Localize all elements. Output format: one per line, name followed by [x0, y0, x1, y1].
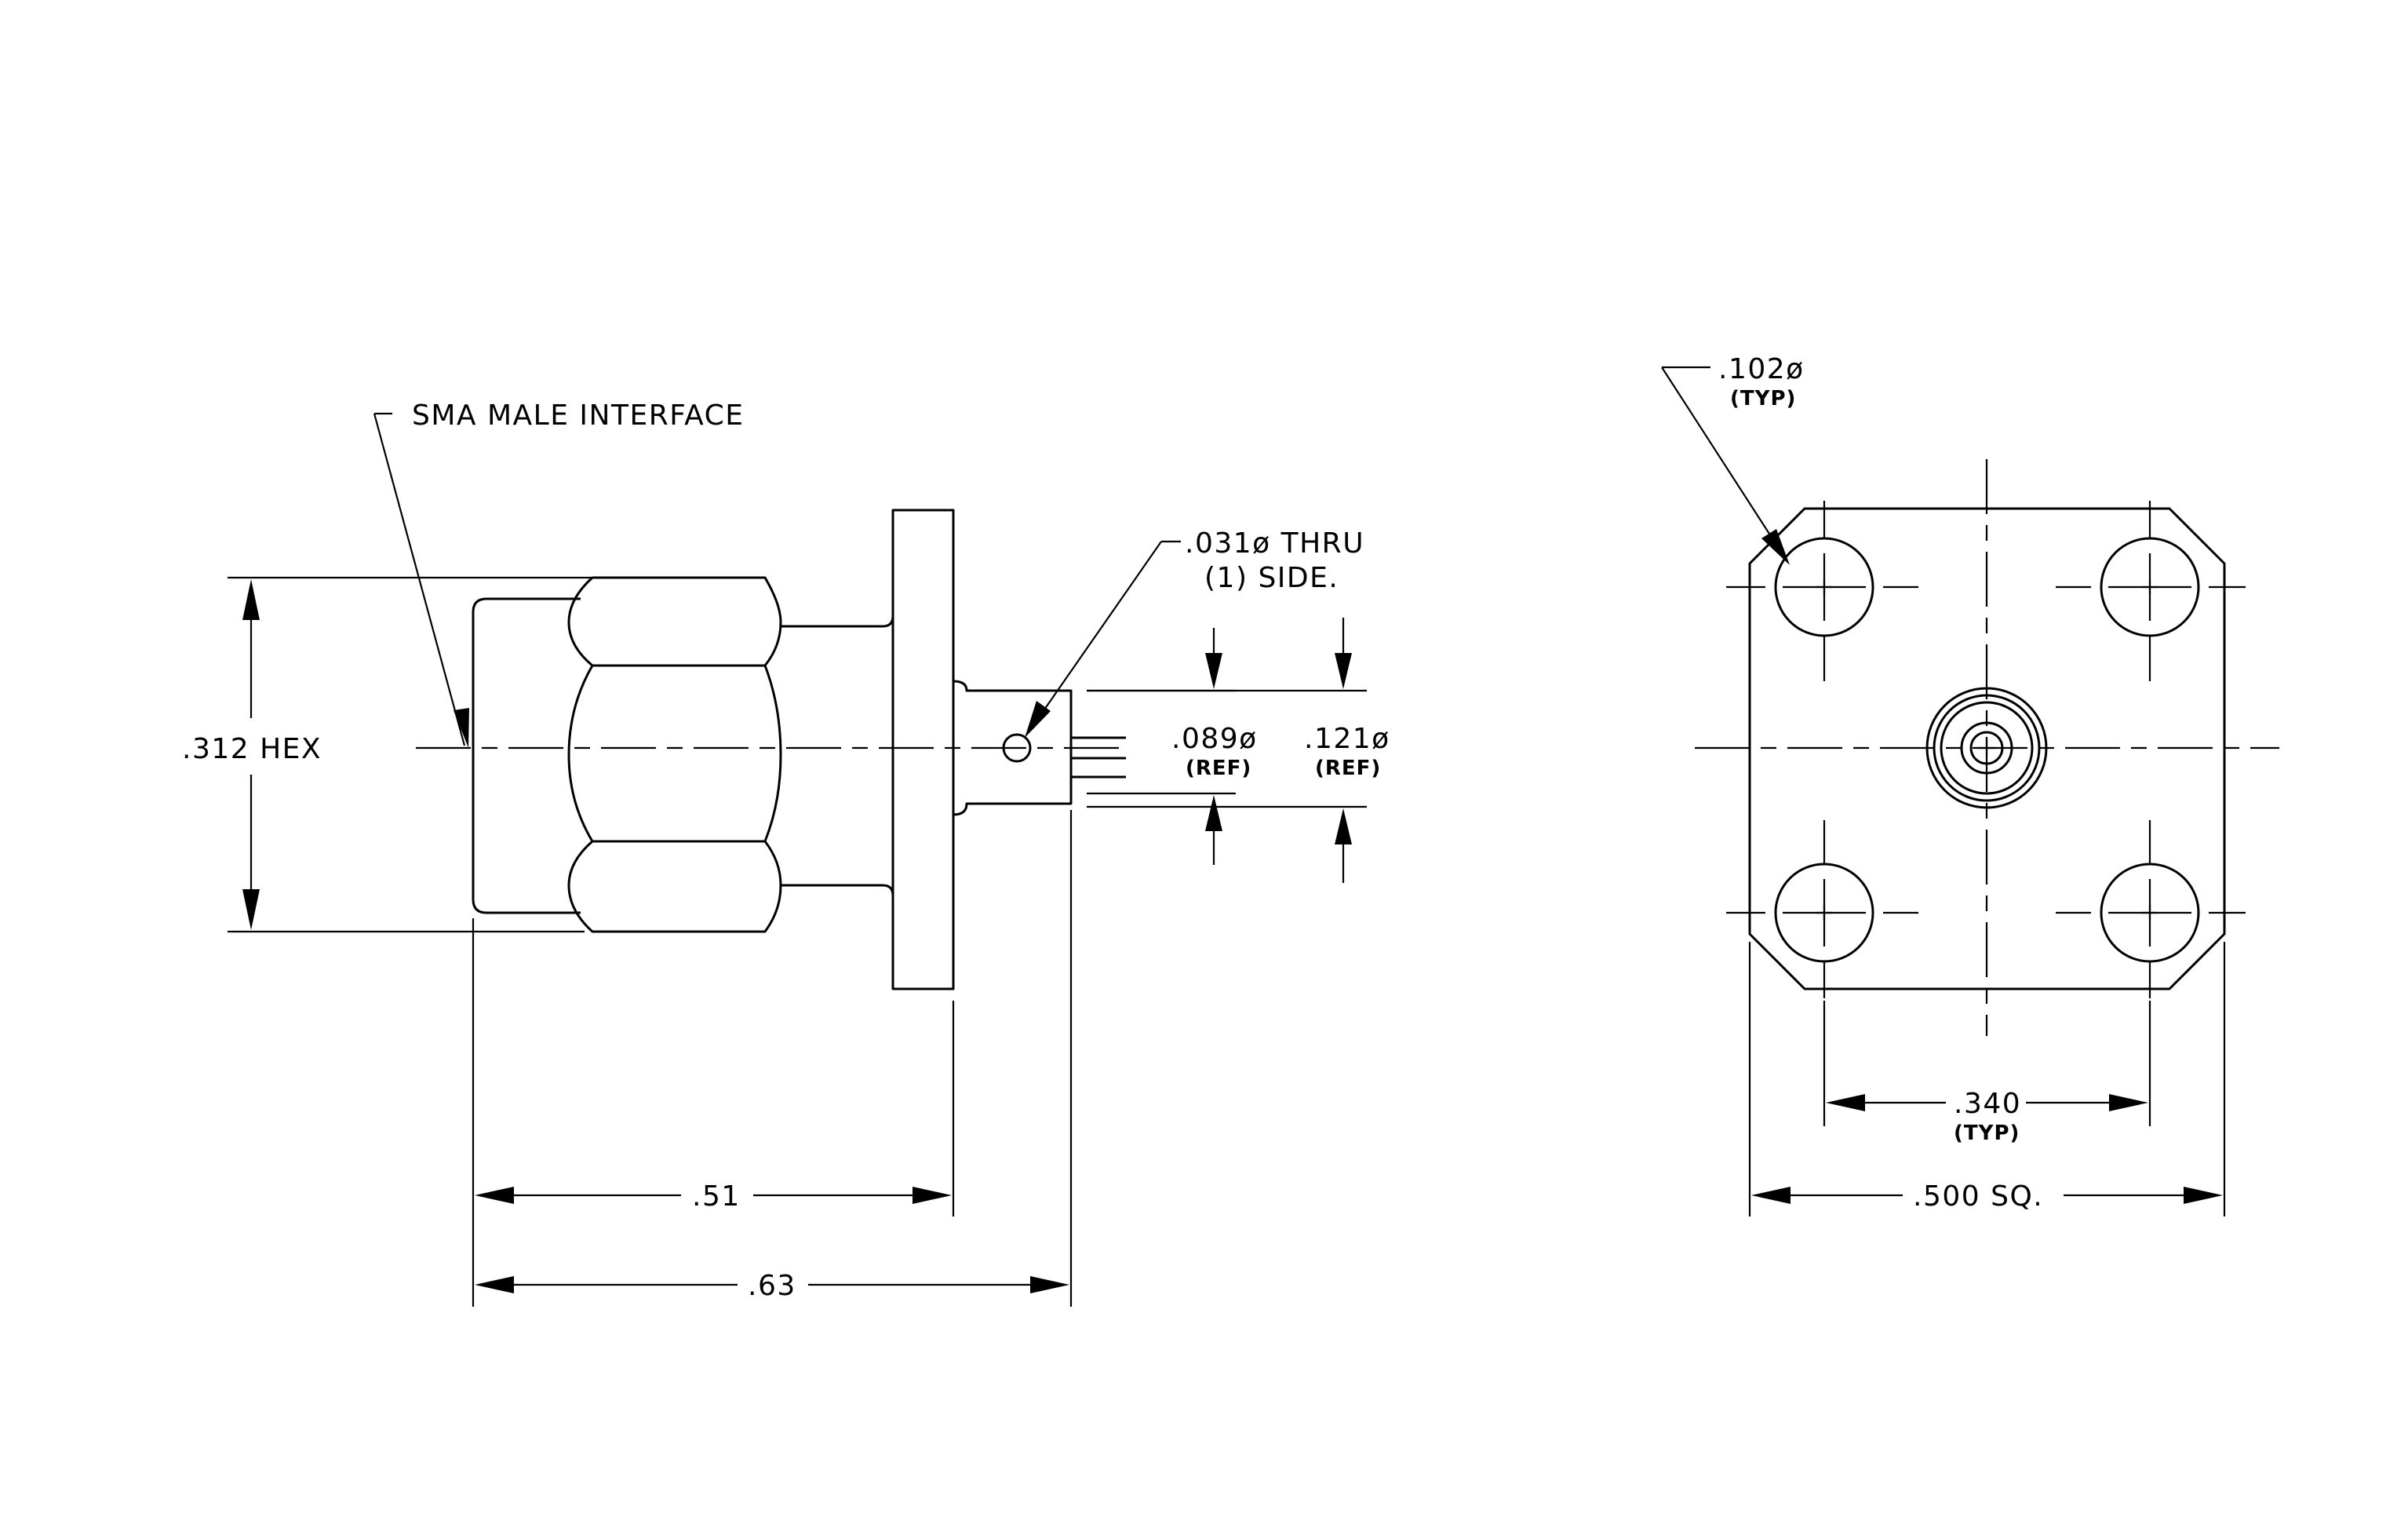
front-view: .102ø (TYP) .340 (TYP) .500 SQ.: [1661, 353, 2279, 1216]
hole-dia-note: (TYP): [1730, 387, 1796, 410]
hole-leader: [1025, 540, 1181, 738]
mounting-hole-tl: [1774, 537, 1874, 637]
hex-dimension-label: .312 HEX: [182, 733, 322, 765]
side-view: .312 HEX SMA MALE INTERFACE .031ø THRU (…: [173, 399, 1390, 1307]
hole-centerlines: [1726, 501, 2246, 998]
connector-body: [781, 612, 894, 903]
hole-spacing-label: .340: [1954, 1088, 2021, 1120]
mounting-hole-bl: [1774, 863, 1874, 963]
hole-spacing-dimension: [1823, 1001, 2151, 1126]
hole-dia-label: .102ø: [1718, 353, 1805, 385]
center-contact: [1925, 687, 2048, 809]
hole-note-line2: (1) SIDE.: [1204, 562, 1339, 594]
hole-spacing-note: (TYP): [1954, 1122, 2020, 1145]
length-51-label: .51: [692, 1180, 741, 1213]
pin-dimension-note: (REF): [1186, 757, 1251, 780]
hole-dia-leader: [1661, 366, 1790, 565]
dielectric-dimension-label: .121ø: [1304, 723, 1390, 755]
sma-interface-leader: [373, 412, 469, 748]
hex-dimension: [173, 576, 675, 933]
flange-size-dimension: [1748, 942, 2226, 1216]
dielectric-dimension: [1087, 618, 1367, 883]
flange-square: [1748, 507, 2226, 990]
hole-note-line1: .031ø THRU: [1185, 527, 1364, 560]
mounting-hole-tr: [2100, 537, 2200, 637]
hex-nut: [567, 576, 782, 933]
length-dimension-51: [472, 918, 955, 1307]
flange-size-label: .500 SQ.: [1913, 1180, 2043, 1213]
length-dimension-63: [475, 810, 1073, 1307]
center-pin: [1071, 736, 1126, 779]
flange-side: [891, 509, 955, 990]
pin-dimension-label: .089ø: [1171, 723, 1258, 755]
mounting-hole-br: [2100, 863, 2200, 963]
nut-front-outline: [472, 597, 581, 914]
sma-interface-label: SMA MALE INTERFACE: [412, 399, 745, 432]
length-63-label: .63: [748, 1270, 796, 1302]
dielectric-dimension-note: (REF): [1315, 757, 1381, 780]
